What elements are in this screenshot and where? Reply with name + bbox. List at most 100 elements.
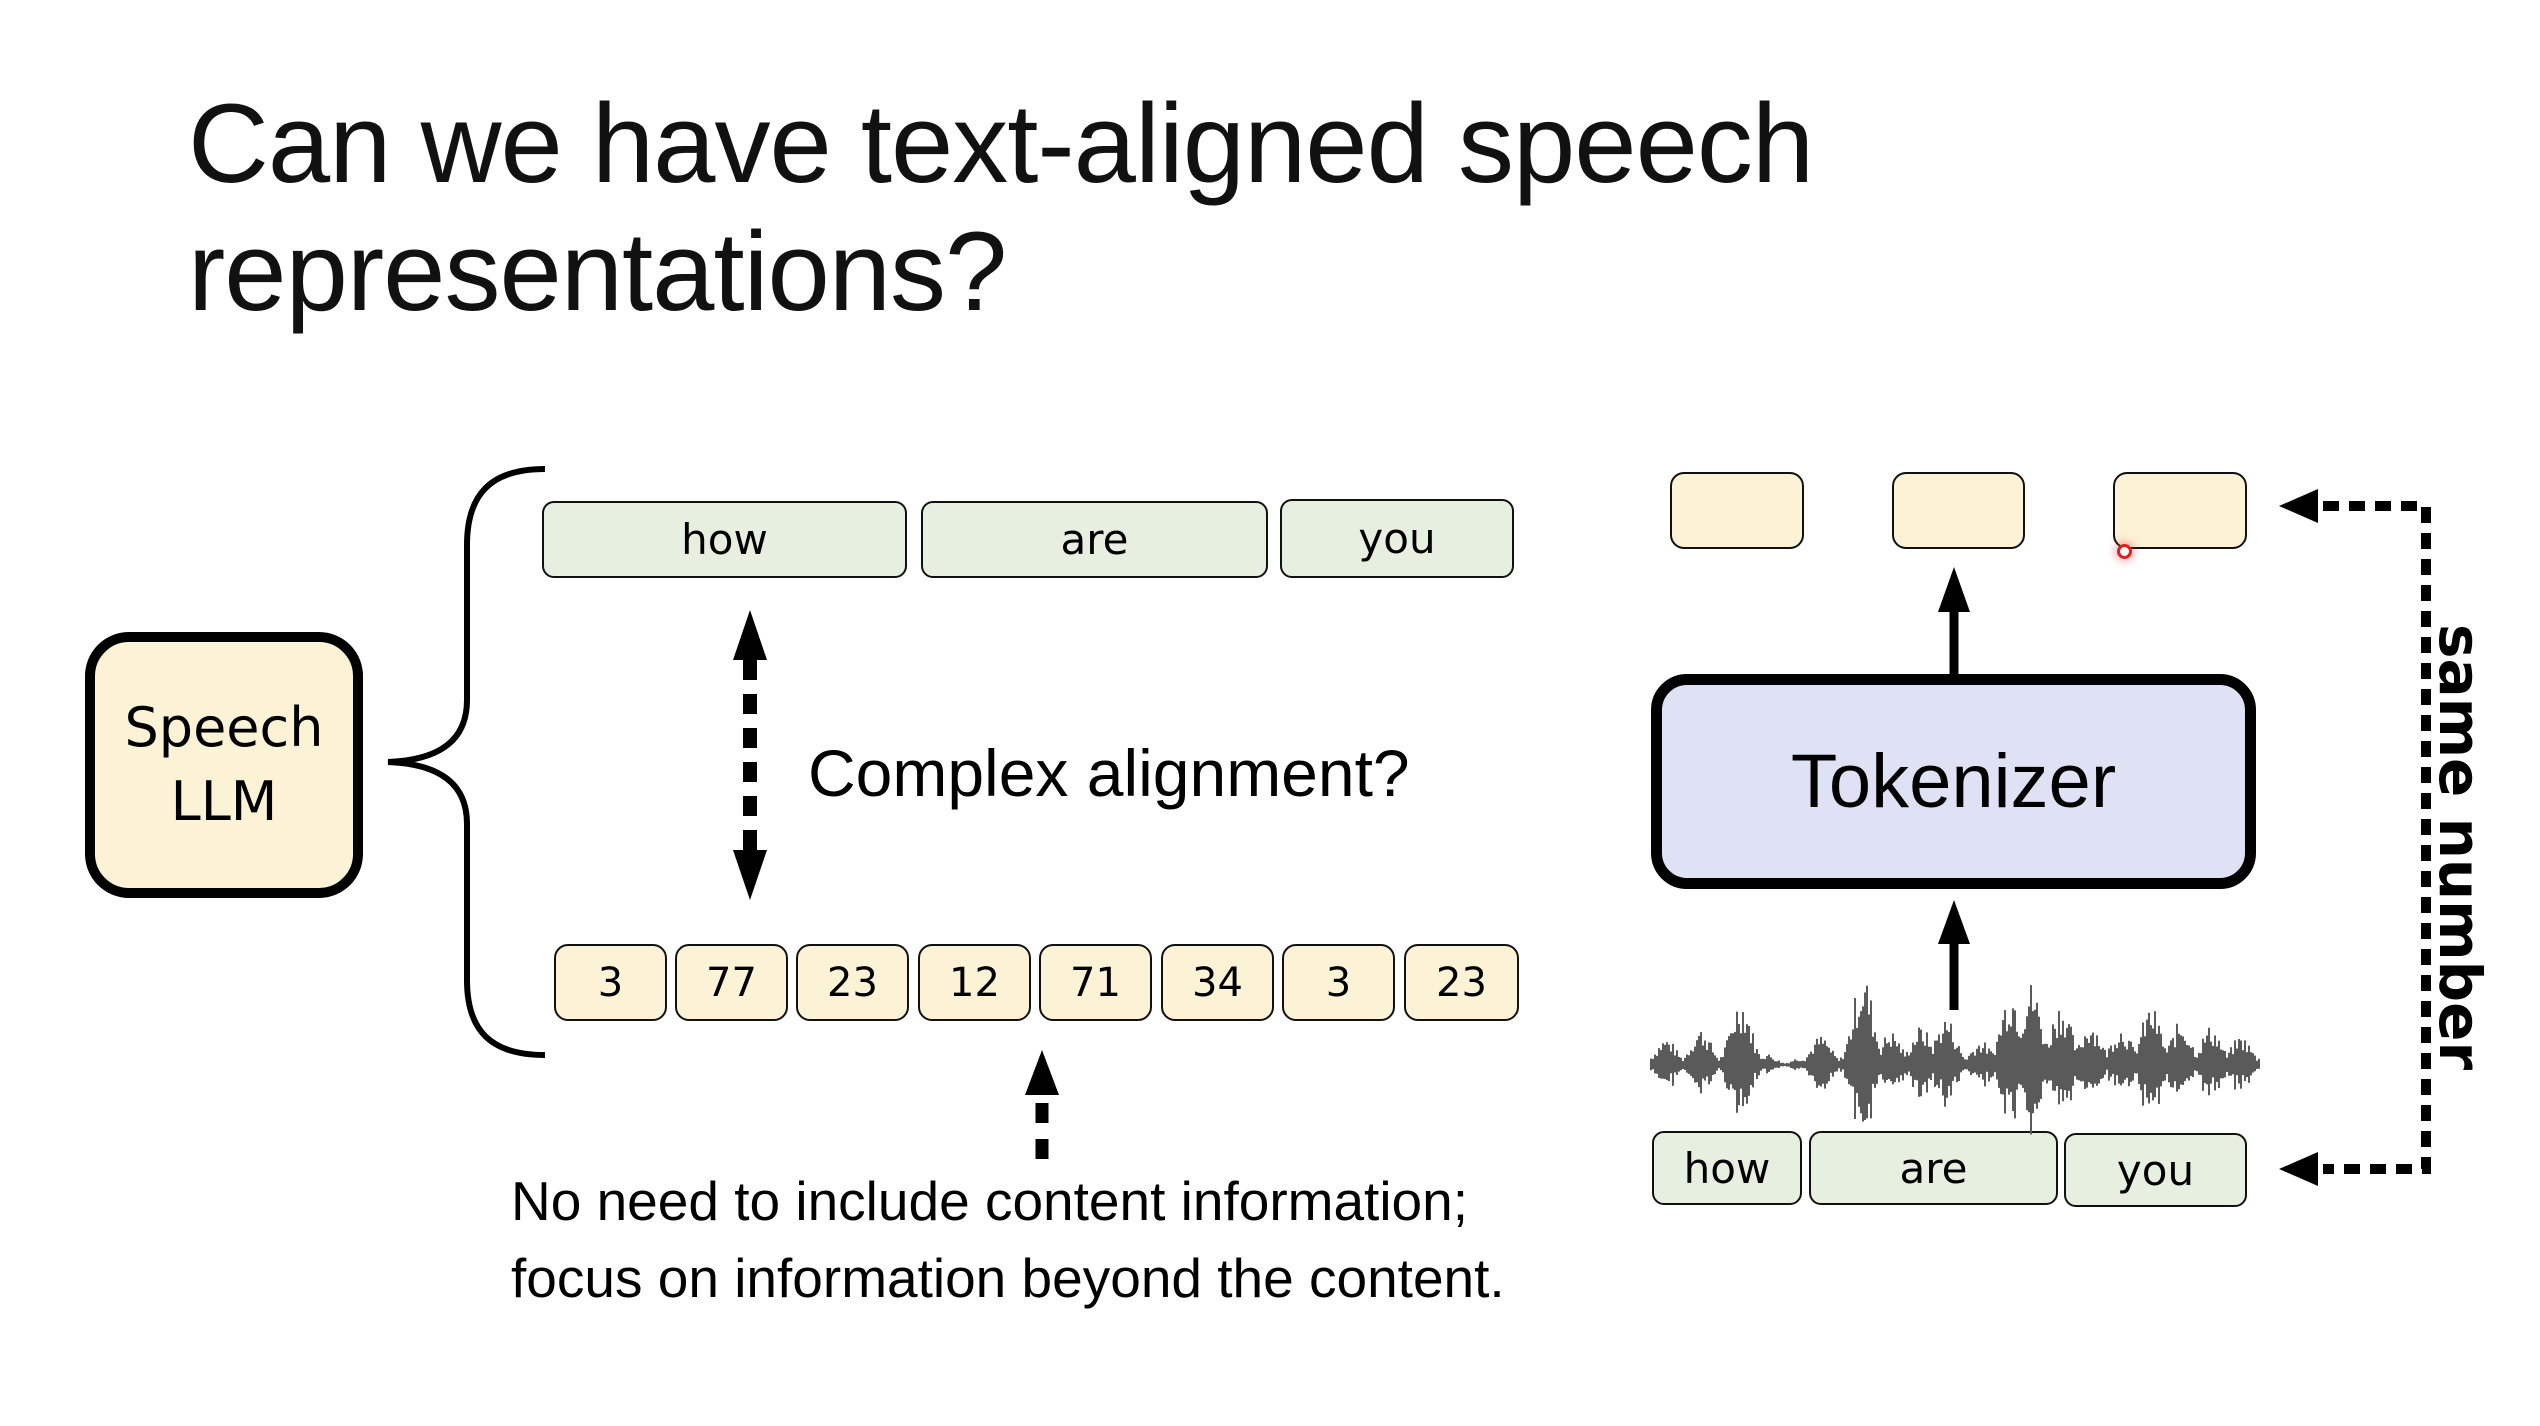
waveform-bar xyxy=(1804,1061,1806,1069)
speech-token-value: 23 xyxy=(1436,959,1487,1006)
waveform-bar xyxy=(1936,1040,1938,1085)
waveform-bar xyxy=(2078,1044,2080,1081)
waveform-bar xyxy=(2134,1051,2136,1074)
output-token-box xyxy=(2113,472,2247,549)
waveform-bar xyxy=(1680,1057,1682,1071)
waveform-bar xyxy=(2060,1034,2062,1090)
double-arrow-dotted xyxy=(733,610,767,900)
waveform-bar xyxy=(1720,1057,1722,1071)
waveform-bar xyxy=(2172,1038,2174,1088)
waveform-bar xyxy=(1852,1029,1854,1087)
note-line-2: focus on information beyond the content. xyxy=(511,1247,1505,1309)
waveform-bar xyxy=(1668,1044,1670,1082)
waveform-bar xyxy=(2048,1047,2050,1081)
waveform-bar xyxy=(1964,1059,1966,1070)
waveform-bar xyxy=(2026,1016,2028,1111)
waveform-bar xyxy=(2036,1002,2038,1109)
waveform-bar xyxy=(1742,1012,1744,1107)
waveform-bar xyxy=(2132,1047,2134,1081)
speech-llm-box: Speech LLM xyxy=(85,632,363,898)
waveform-bar xyxy=(2150,1025,2152,1093)
speech-token-value: 23 xyxy=(827,959,878,1006)
waveform-bar xyxy=(1658,1048,1660,1078)
waveform-bar xyxy=(1876,1041,1878,1084)
arrow-waveform-to-tokenizer xyxy=(1938,900,1970,1010)
waveform-bar xyxy=(2154,1011,2156,1098)
text-word-box: you xyxy=(1280,499,1514,578)
waveform-bar xyxy=(1912,1042,1914,1088)
waveform-bar xyxy=(1968,1055,1970,1072)
waveform-bar xyxy=(1866,985,1868,1119)
waveform-bar xyxy=(2196,1057,2198,1072)
speech-token-value: 3 xyxy=(1325,959,1352,1006)
waveform-bar xyxy=(1700,1032,1702,1094)
waveform-bar xyxy=(1730,1033,1732,1085)
waveform-bar xyxy=(1944,1021,1946,1107)
waveform-bar xyxy=(1692,1051,1694,1079)
waveform-bar xyxy=(2046,1043,2048,1084)
waveform-bar xyxy=(1962,1056,1964,1071)
waveform-bar xyxy=(1798,1061,1800,1069)
waveform-bar xyxy=(2022,1033,2024,1088)
waveform-bar xyxy=(1714,1055,1716,1075)
waveform-bar xyxy=(1924,1045,1926,1083)
waveform-bar xyxy=(1890,1046,1892,1082)
waveform-bar xyxy=(2238,1039,2240,1084)
waveform-bar xyxy=(1688,1055,1690,1074)
waveform-bar xyxy=(1934,1040,1936,1087)
waveform-bar xyxy=(1980,1052,1982,1075)
waveform-bar xyxy=(1778,1060,1780,1068)
waveform-bar xyxy=(1768,1054,1770,1072)
waveform-bar xyxy=(1786,1062,1788,1067)
waveform-bar xyxy=(1722,1056,1724,1073)
waveform-bar xyxy=(1896,1046,1898,1078)
waveform-bar xyxy=(1926,1032,1928,1093)
waveform-bar xyxy=(1662,1043,1664,1079)
waveform-bar xyxy=(1910,1052,1912,1077)
waveform-bar xyxy=(1770,1057,1772,1070)
arrow-tokenizer-to-tokens xyxy=(1938,567,1970,676)
waveform-bar xyxy=(1754,1053,1756,1073)
waveform-bar xyxy=(2218,1040,2220,1089)
waveform-bar xyxy=(1650,1058,1652,1071)
waveform-bar xyxy=(2170,1040,2172,1088)
waveform-bar xyxy=(1808,1054,1810,1076)
waveform-bar xyxy=(1952,1042,1954,1081)
waveform-bar xyxy=(1652,1058,1654,1070)
waveform-bar xyxy=(1930,1046,1932,1081)
waveform-bar xyxy=(2024,1029,2026,1093)
waveform-bar xyxy=(2058,1010,2060,1105)
waveform-bar xyxy=(2204,1042,2206,1083)
waveform-bar xyxy=(1856,1027,1858,1094)
waveform-bar xyxy=(2042,1044,2044,1082)
waveform-bar xyxy=(1836,1057,1838,1072)
waveform-bar xyxy=(1670,1051,1672,1074)
waveform-bar xyxy=(2174,1047,2176,1082)
waveform-bar xyxy=(2100,1049,2102,1079)
waveform-bar xyxy=(1908,1055,1910,1072)
tokenizer-label: Tokenizer xyxy=(1790,739,2117,824)
waveform-bar xyxy=(2064,1037,2066,1091)
waveform-bar xyxy=(1788,1063,1790,1067)
waveform-bar xyxy=(1802,1060,1804,1069)
waveform-bar xyxy=(1950,1023,1952,1096)
waveform-bar xyxy=(2156,1033,2158,1088)
text-word: you xyxy=(1358,514,1436,563)
waveform-bar xyxy=(1906,1051,1908,1076)
waveform-bar xyxy=(1838,1060,1840,1069)
waveform-bar xyxy=(2062,1020,2064,1102)
waveform-bar xyxy=(1998,1034,2000,1088)
speech-token-box: 12 xyxy=(918,944,1031,1021)
waveform-bar xyxy=(1706,1049,1708,1077)
waveform-bar xyxy=(2152,1028,2154,1101)
waveform-bar xyxy=(2226,1057,2228,1073)
waveform-bar xyxy=(1772,1059,1774,1070)
waveform-bar xyxy=(1790,1061,1792,1069)
up-arrow-dotted xyxy=(1025,1050,1059,1159)
waveform-bar xyxy=(1960,1053,1962,1073)
waveform-bar xyxy=(1986,1053,1988,1072)
waveform-bar xyxy=(2216,1046,2218,1082)
waveform-bar xyxy=(1940,1043,1942,1080)
waveform-bar xyxy=(1832,1050,1834,1077)
